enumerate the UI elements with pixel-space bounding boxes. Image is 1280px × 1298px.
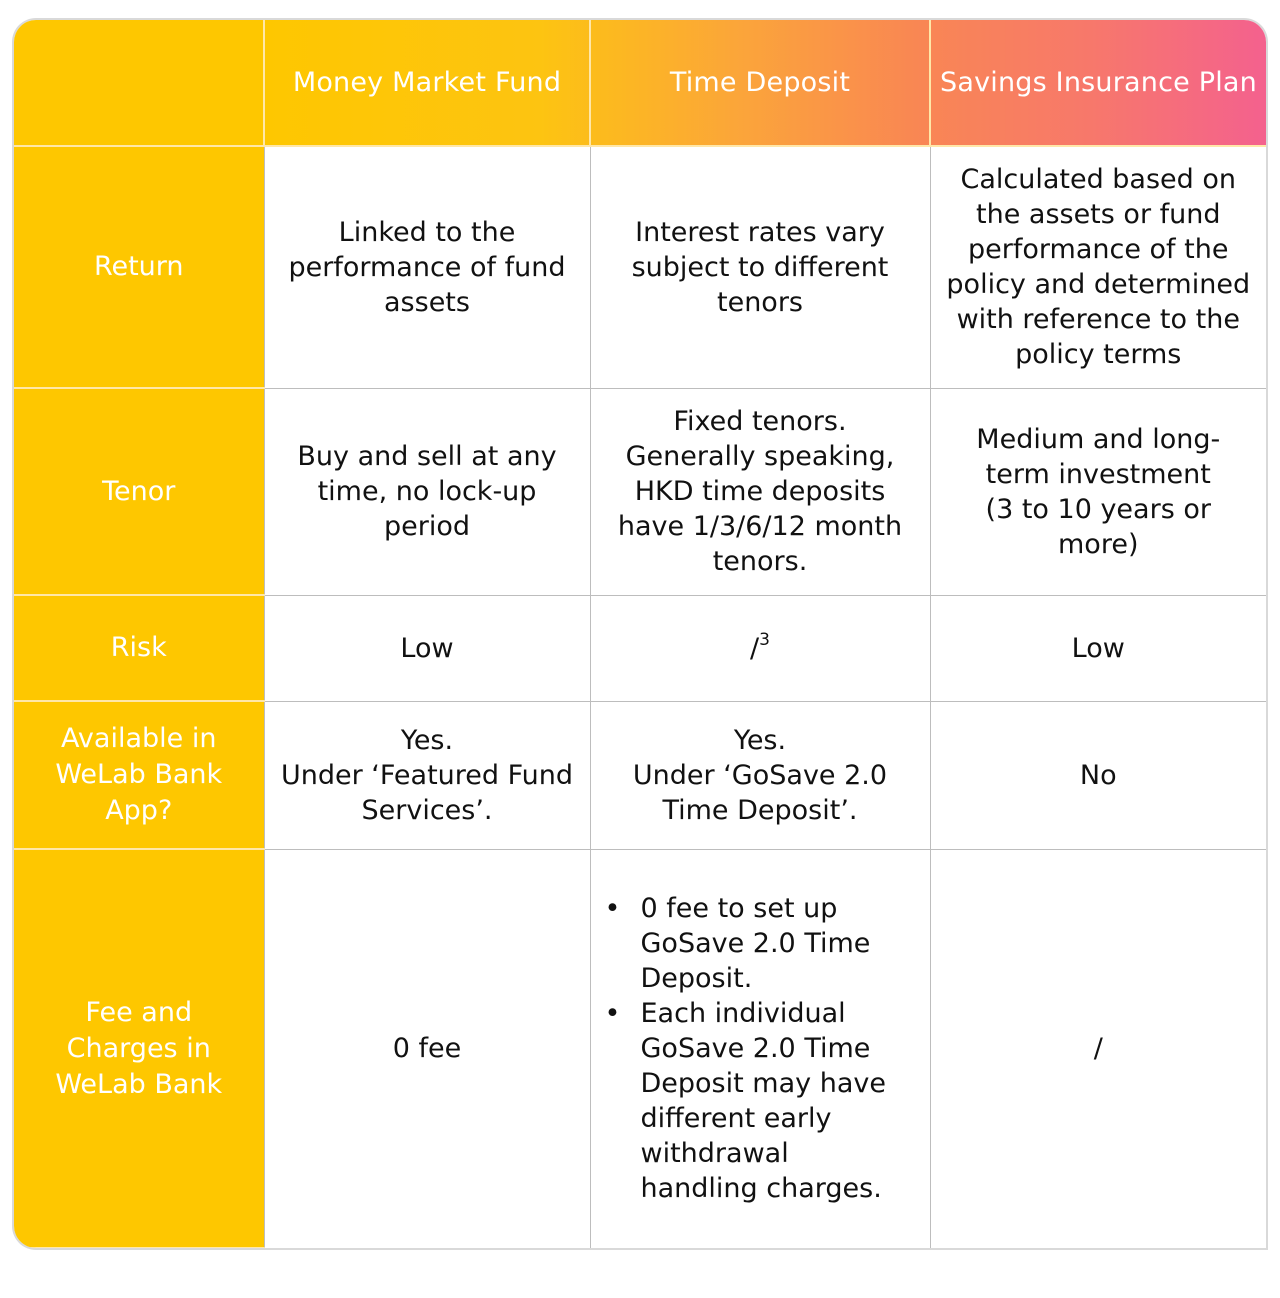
cell-available-td-line1: Yes. xyxy=(733,724,787,756)
row-label-available: Available in WeLab Bank App? xyxy=(14,701,264,850)
cell-available-td-line2: Under ‘GoSave 2.0 Time Deposit’. xyxy=(632,759,888,826)
cell-available-td: Yes. Under ‘GoSave 2.0 Time Deposit’. xyxy=(589,701,930,850)
comparison-table-container: Money Market Fund Time Deposit Savings I… xyxy=(14,20,1266,1248)
cell-return-sip: Calculated based on the assets or fund p… xyxy=(929,146,1266,389)
fees-td-bullet-text: Each individual GoSave 2.0 Time Deposit … xyxy=(640,998,886,1204)
list-item: • Each individual GoSave 2.0 Time Deposi… xyxy=(603,996,904,1206)
header-corner-cell xyxy=(14,20,265,147)
cell-tenor-sip-line1: Medium and long-term investment xyxy=(976,423,1221,490)
cell-tenor-td-line1: Fixed tenors. xyxy=(673,406,847,437)
table-header-row: Money Market Fund Time Deposit Savings I… xyxy=(14,20,1266,147)
table-row-fees: Fee and Charges in WeLab Bank 0 fee • 0 … xyxy=(14,849,1266,1248)
cell-fees-td: • 0 fee to set up GoSave 2.0 Time Deposi… xyxy=(589,849,930,1248)
header-time-deposit: Time Deposit xyxy=(590,20,931,147)
table-row-return: Return Linked to the performance of fund… xyxy=(14,146,1266,389)
list-item: • 0 fee to set up GoSave 2.0 Time Deposi… xyxy=(603,891,904,996)
row-label-fees: Fee and Charges in WeLab Bank xyxy=(14,849,264,1248)
cell-available-mmf: Yes. Under ‘Featured Fund Services’. xyxy=(263,701,590,850)
cell-risk-td-value: / xyxy=(750,632,760,664)
fees-td-bullet-text: 0 fee to set up GoSave 2.0 Time Deposit. xyxy=(640,893,871,994)
cell-fees-sip: / xyxy=(929,849,1266,1248)
fees-td-bullet-list: • 0 fee to set up GoSave 2.0 Time Deposi… xyxy=(603,891,904,1206)
cell-available-mmf-line2: Under ‘Featured Fund Services’. xyxy=(280,759,574,826)
table-row-available: Available in WeLab Bank App? Yes. Under … xyxy=(14,701,1266,850)
bullet-icon: • xyxy=(604,893,621,924)
row-label-risk: Risk xyxy=(14,595,264,702)
header-money-market-fund: Money Market Fund xyxy=(264,20,591,147)
table-row-risk: Risk Low /3 Low xyxy=(14,595,1266,702)
table-row-tenor: Tenor Buy and sell at any time, no lock-… xyxy=(14,388,1266,596)
cell-risk-td: /3 xyxy=(589,595,930,702)
cell-risk-mmf: Low xyxy=(263,595,590,702)
cell-tenor-td: Fixed tenors. Generally speaking, HKD ti… xyxy=(589,388,930,596)
cell-tenor-td-line2: Generally speaking, HKD time deposits ha… xyxy=(617,441,903,577)
row-label-return: Return xyxy=(14,146,264,389)
cell-available-mmf-line1: Yes. xyxy=(400,724,454,756)
cell-return-td: Interest rates vary subject to different… xyxy=(589,146,930,389)
cell-tenor-sip: Medium and long-term investment (3 to 10… xyxy=(929,388,1266,596)
header-savings-insurance-plan: Savings Insurance Plan xyxy=(930,20,1266,147)
bullet-icon: • xyxy=(604,998,621,1029)
cell-return-mmf: Linked to the performance of fund assets xyxy=(263,146,590,389)
footnote-marker: 3 xyxy=(759,629,770,650)
comparison-table: Money Market Fund Time Deposit Savings I… xyxy=(14,20,1266,1248)
cell-tenor-sip-line2: (3 to 10 years or more) xyxy=(985,493,1211,560)
cell-available-sip: No xyxy=(929,701,1266,850)
row-label-tenor: Tenor xyxy=(14,388,264,596)
cell-risk-sip: Low xyxy=(929,595,1266,702)
cell-tenor-mmf: Buy and sell at any time, no lock-up per… xyxy=(263,388,590,596)
cell-fees-mmf: 0 fee xyxy=(263,849,590,1248)
